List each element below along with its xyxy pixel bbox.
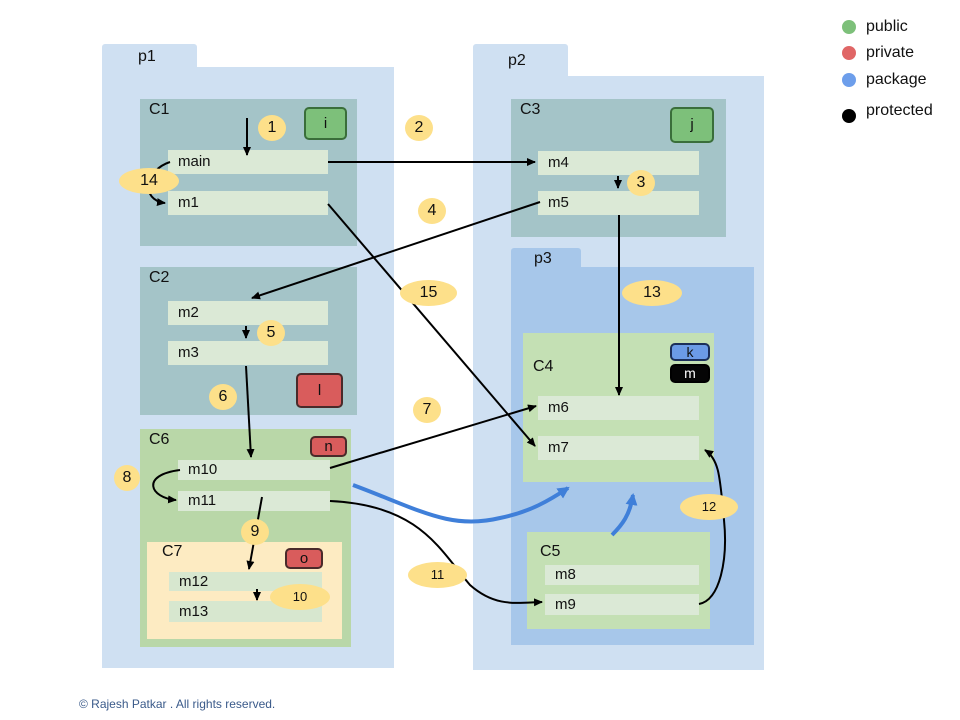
- package-p1-tab: [102, 44, 197, 68]
- package-p3-label: p3: [534, 250, 552, 267]
- class-c2-badge: l: [296, 373, 343, 408]
- package-p2-label: p2: [508, 52, 526, 69]
- arrow-6: [245, 365, 255, 458]
- class-c1-badge: i: [304, 107, 347, 140]
- inheritance-arrow-c6-c4: [352, 483, 570, 524]
- class-c6-badge: n: [310, 436, 347, 457]
- arrow-4: [251, 201, 541, 300]
- class-c2-name: C2: [149, 269, 170, 286]
- step-15: 15: [400, 280, 457, 306]
- class-c1-name: C1: [149, 101, 170, 118]
- copyright-notice: © Rajesh Patkar . All rights reserved.: [79, 697, 276, 711]
- legend-label-protected: protected: [866, 102, 933, 119]
- step-4: 4: [418, 198, 446, 224]
- class-c4-name: C4: [533, 358, 554, 375]
- legend-label-package: package: [866, 71, 927, 88]
- method-m9[interactable]: m9: [545, 594, 699, 615]
- legend-dot-protected: [842, 109, 856, 123]
- method-m4[interactable]: m4: [538, 151, 699, 175]
- step-5: 5: [257, 320, 285, 346]
- class-c3-badge: j: [670, 107, 714, 143]
- step-11: 11: [408, 562, 467, 588]
- method-m1[interactable]: m1: [168, 191, 328, 215]
- method-m7[interactable]: m7: [538, 436, 699, 460]
- method-m5[interactable]: m5: [538, 191, 699, 215]
- step-9: 9: [241, 519, 269, 545]
- class-c7-name: C7: [162, 543, 183, 560]
- class-c4-badge-m: m: [670, 364, 710, 383]
- method-m3[interactable]: m3: [168, 341, 328, 365]
- method-m2[interactable]: m2: [168, 301, 328, 325]
- arrow-12: [698, 449, 726, 605]
- step-12: 12: [680, 494, 738, 520]
- step-1: 1: [258, 115, 286, 141]
- legend-dot-package: [842, 73, 856, 87]
- arrow-15: [327, 203, 536, 447]
- step-3: 3: [627, 170, 655, 196]
- arrow-8: [152, 469, 181, 504]
- step-8: 8: [114, 465, 140, 491]
- package-p3-tab: [511, 248, 581, 268]
- method-m10[interactable]: m10: [178, 460, 330, 480]
- step-6: 6: [209, 384, 237, 410]
- legend-dot-public: [842, 20, 856, 34]
- package-p1-label: p1: [138, 48, 156, 65]
- class-c7-badge: o: [285, 548, 323, 569]
- class-c4-badge-k: k: [670, 343, 710, 361]
- step-7: 7: [413, 397, 441, 423]
- package-p2-tab: [473, 44, 568, 77]
- step-14: 14: [119, 168, 179, 194]
- method-m6[interactable]: m6: [538, 396, 699, 420]
- inheritance-arrow-c5-c4: [610, 493, 638, 537]
- legend-label-private: private: [866, 44, 915, 61]
- step-2: 2: [405, 115, 433, 141]
- legend-dot-private: [842, 46, 856, 60]
- step-10: 10: [270, 584, 330, 610]
- class-c5-name: C5: [540, 543, 561, 560]
- class-c3-name: C3: [520, 101, 541, 118]
- legend-label-public: public: [866, 18, 908, 35]
- arrow-7: [329, 404, 537, 469]
- class-c6-name: C6: [149, 431, 170, 448]
- step-13: 13: [622, 280, 682, 306]
- method-m11[interactable]: m11: [178, 491, 330, 511]
- method-m8[interactable]: m8: [545, 565, 699, 585]
